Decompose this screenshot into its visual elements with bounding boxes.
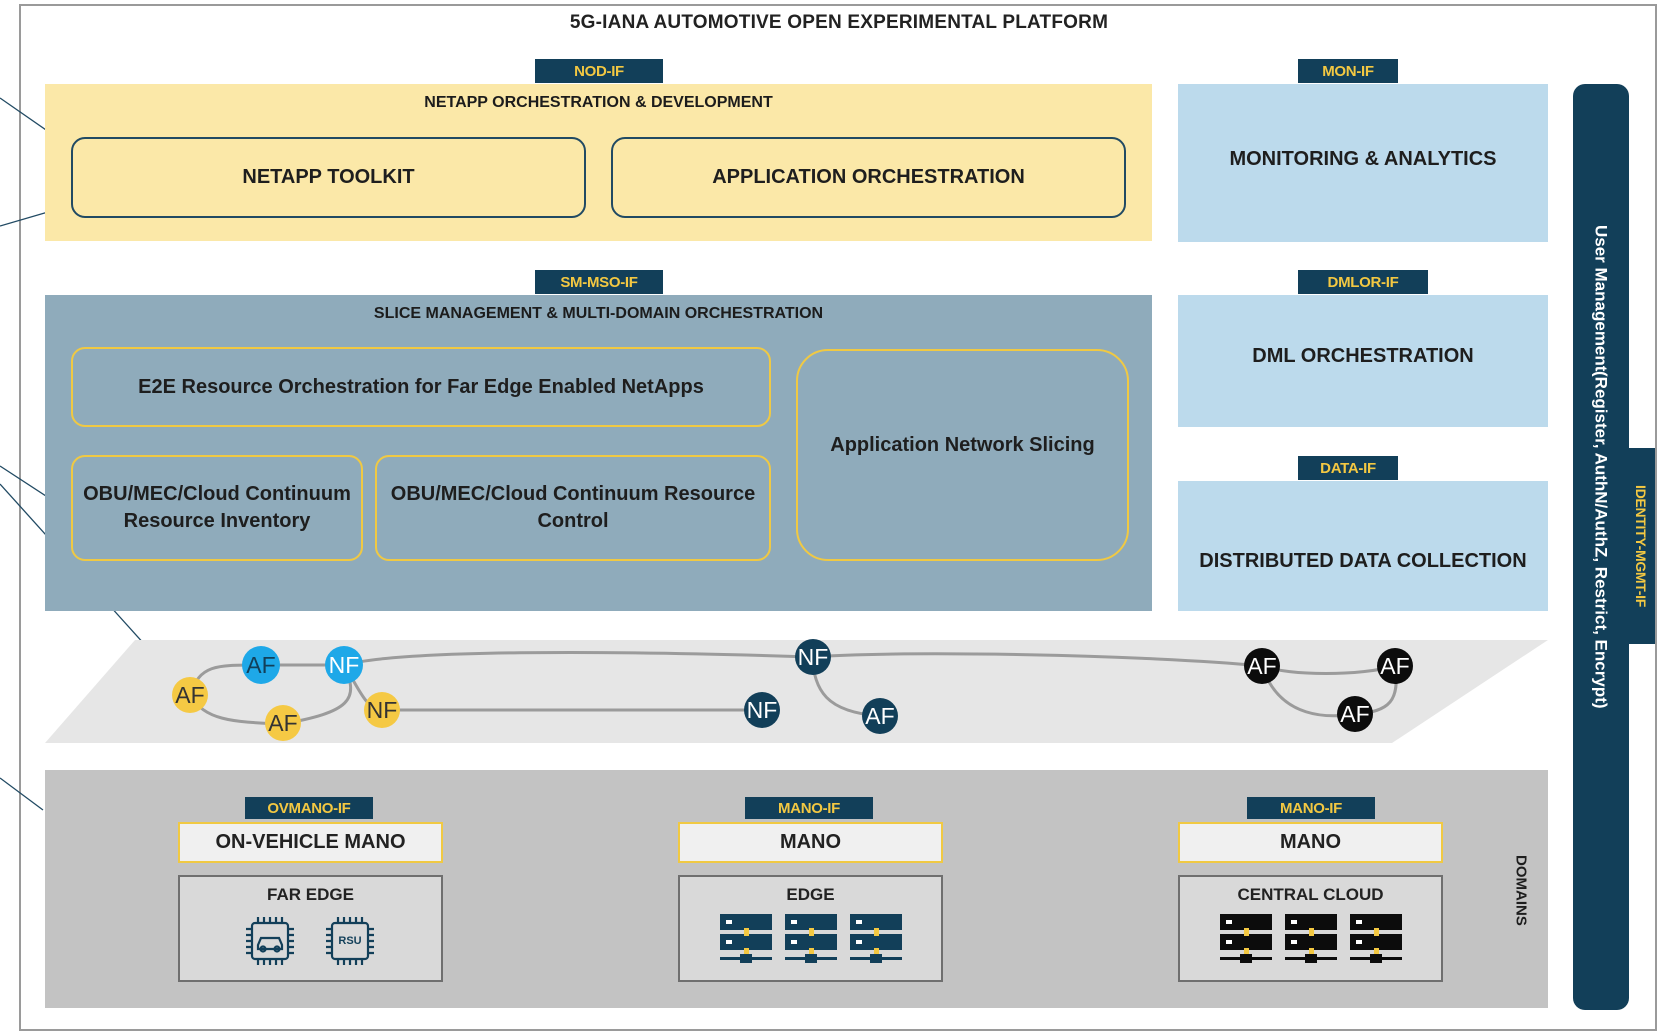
application-orchestration-box: APPLICATION ORCHESTRATION [611, 137, 1126, 218]
resource-control-line2: Control [537, 510, 609, 532]
server-icon [720, 914, 772, 963]
nf-node-edge-2-label: NF [797, 643, 829, 670]
af-node-edge [862, 698, 898, 734]
monitoring-analytics-panel: MONITORING & ANALYTICS [1178, 84, 1548, 242]
rsu-chip-label: RSU [338, 935, 362, 947]
af-node-edge-cyan [242, 646, 280, 684]
central-cloud-title: CENTRAL CLOUD [1237, 885, 1384, 904]
edge-mano-if-tag: MANO-IF [745, 797, 873, 819]
nf-node-edge-1 [744, 692, 780, 728]
on-vehicle-mano-box: ON-VEHICLE MANO [178, 822, 443, 863]
cloud-mano-if-tag: MANO-IF [1247, 797, 1375, 819]
resource-control-line1: OBU/MEC/Cloud Continuum Resource [390, 483, 756, 505]
resource-control-box: OBU/MEC/Cloud Continuum Resource Control [375, 455, 771, 561]
far-edge-box [178, 875, 443, 982]
server-icon [785, 914, 837, 963]
server-icon [1350, 914, 1402, 963]
server-icon [1220, 914, 1272, 963]
nf-node-far-edge [364, 692, 400, 728]
af-node-far-edge-1-label: AF [175, 681, 205, 708]
dml-orchestration-panel: DML ORCHESTRATION [1178, 295, 1548, 427]
dmlor-if-tag: DMLOR-IF [1298, 270, 1428, 294]
af-node-cloud-3 [1337, 696, 1373, 732]
user-management-bar [1573, 84, 1629, 1010]
sm-mso-if-tag: SM-MSO-IF [535, 270, 663, 294]
distributed-data-collection-panel: DISTRIBUTED DATA COLLECTION [1178, 481, 1548, 611]
platform-title: 5G-IANA AUTOMOTIVE OPEN EXPERIMENTAL PLA… [569, 12, 1109, 33]
user-management-text: User Management (Register, AuthN/AuthZ, … [1573, 84, 1629, 1010]
user-management-line1: User Management [1591, 225, 1611, 372]
af-node-cloud-2 [1377, 648, 1413, 684]
af-node-cloud-1-label: AF [1247, 652, 1277, 679]
server-icon [1285, 914, 1337, 963]
e2e-resource-orchestration-box: E2E Resource Orchestration for Far Edge … [71, 347, 771, 427]
resource-inventory-line1: OBU/MEC/Cloud Continuum [83, 483, 351, 505]
server-icon [850, 914, 902, 963]
af-node-edge-cyan-label: AF [246, 651, 276, 678]
edge-title: EDGE [786, 885, 835, 904]
ovmano-if-tag: OVMANO-IF [245, 797, 373, 819]
netapp-toolkit-box: NETAPP TOOLKIT [71, 137, 586, 218]
nf-node-edge-cyan [325, 646, 363, 684]
mon-if-tag: MON-IF [1298, 59, 1398, 83]
af-node-cloud-2-label: AF [1380, 652, 1410, 679]
car-chip-icon [246, 917, 294, 965]
af-node-far-edge-2-label: AF [268, 709, 298, 736]
nf-node-edge-1-label: NF [746, 696, 778, 723]
rsu-chip-icon [326, 917, 374, 965]
nf-node-edge-2 [795, 639, 831, 675]
slice-management-title: SLICE MANAGEMENT & MULTI-DOMAIN ORCHESTR… [373, 305, 824, 322]
network-plane [45, 640, 1548, 743]
nod-if-tag: NOD-IF [535, 59, 663, 83]
af-node-edge-label: AF [865, 702, 895, 729]
nf-node-far-edge-label: NF [366, 696, 398, 723]
application-network-slicing-box: Application Network Slicing [796, 349, 1129, 561]
af-node-cloud-3-label: AF [1340, 700, 1370, 727]
cloud-servers [1220, 914, 1402, 963]
af-node-cloud-1 [1244, 648, 1280, 684]
af-node-far-edge-2 [265, 705, 301, 741]
user-management-line2: (Register, AuthN/AuthZ, Restrict, Encryp… [1591, 371, 1611, 709]
far-edge-title: FAR EDGE [267, 885, 354, 904]
edge-servers [720, 914, 902, 963]
resource-inventory-line2: Resource Inventory [123, 510, 311, 532]
domains-label: DOMAINS [1512, 854, 1530, 926]
edge-mano-box: MANO [678, 822, 943, 863]
data-if-tag: DATA-IF [1298, 456, 1398, 480]
netapp-orchestration-title: NETAPP ORCHESTRATION & DEVELOPMENT [424, 94, 773, 111]
cloud-mano-box: MANO [1178, 822, 1443, 863]
nf-node-edge-cyan-label: NF [328, 651, 360, 678]
identity-mgmt-if-tag: IDENTITY-MGMT-IF [1627, 448, 1655, 644]
af-node-far-edge-1 [172, 677, 208, 713]
resource-inventory-box: OBU/MEC/Cloud Continuum Resource Invento… [71, 455, 363, 561]
